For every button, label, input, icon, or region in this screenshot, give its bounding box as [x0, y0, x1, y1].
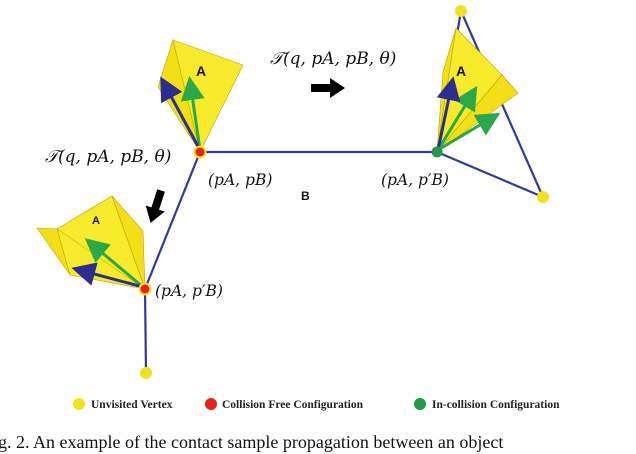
- config-label-center: (pA, pB): [208, 171, 272, 189]
- transform-label-left: 𝒯(q, pA, pB, θ): [45, 147, 171, 167]
- green-arrow-center: [180, 76, 205, 151]
- edge-center-bottom: [143, 151, 202, 290]
- transform-label-top: 𝒯(q, pA, pB, θ): [270, 49, 396, 69]
- propagation-arrow-right: [311, 78, 345, 98]
- legend-collision-free-label: Collision Free Configuration: [222, 399, 364, 411]
- unvisited-vertex-top: [455, 5, 467, 17]
- edge-bottom-down: [143, 288, 148, 374]
- unvisited-vertex-bottomright: [537, 191, 549, 203]
- green-arrow-right-2: [437, 112, 501, 152]
- object-a-center: A: [157, 38, 244, 153]
- legend-in-collision-swatch: [414, 398, 426, 410]
- blue-arrow-bottom: [71, 262, 144, 289]
- green-arrow-right-1: [436, 85, 478, 151]
- green-arrow-bottom: [84, 238, 144, 289]
- figure-caption: g. 2. An example of the contact sample p…: [0, 432, 503, 452]
- collision-free-node-center: [193, 145, 207, 159]
- object-a-bottom: A: [36, 195, 146, 290]
- legend-unvisited-swatch: [73, 398, 85, 410]
- config-label-bottom: (pA, p′B): [155, 282, 223, 300]
- legend-unvisited-label: Unvisited Vertex: [91, 399, 173, 411]
- object-a-label-right: A: [456, 63, 466, 79]
- object-a-label-center: A: [196, 63, 206, 79]
- object-a-right: A: [436, 27, 519, 154]
- legend-collision-free-swatch: [205, 398, 217, 410]
- blue-arrow-right: [436, 76, 461, 151]
- legend: Unvisited Vertex Collision Free Configur…: [73, 398, 560, 411]
- config-label-right: (pA, p′B): [381, 171, 449, 189]
- in-collision-node-right: [431, 146, 443, 158]
- collision-free-node-bottom: [138, 282, 152, 296]
- edge-right-bottomright: [436, 150, 544, 199]
- obstacle-label-b: B: [301, 189, 310, 203]
- blue-arrow-center: [160, 76, 202, 151]
- propagation-arrow-down: [145, 189, 165, 223]
- object-a-label-bottom: A: [92, 215, 100, 227]
- unvisited-vertex-bottom: [140, 367, 152, 379]
- legend-in-collision-label: In-collision Configuration: [432, 399, 560, 411]
